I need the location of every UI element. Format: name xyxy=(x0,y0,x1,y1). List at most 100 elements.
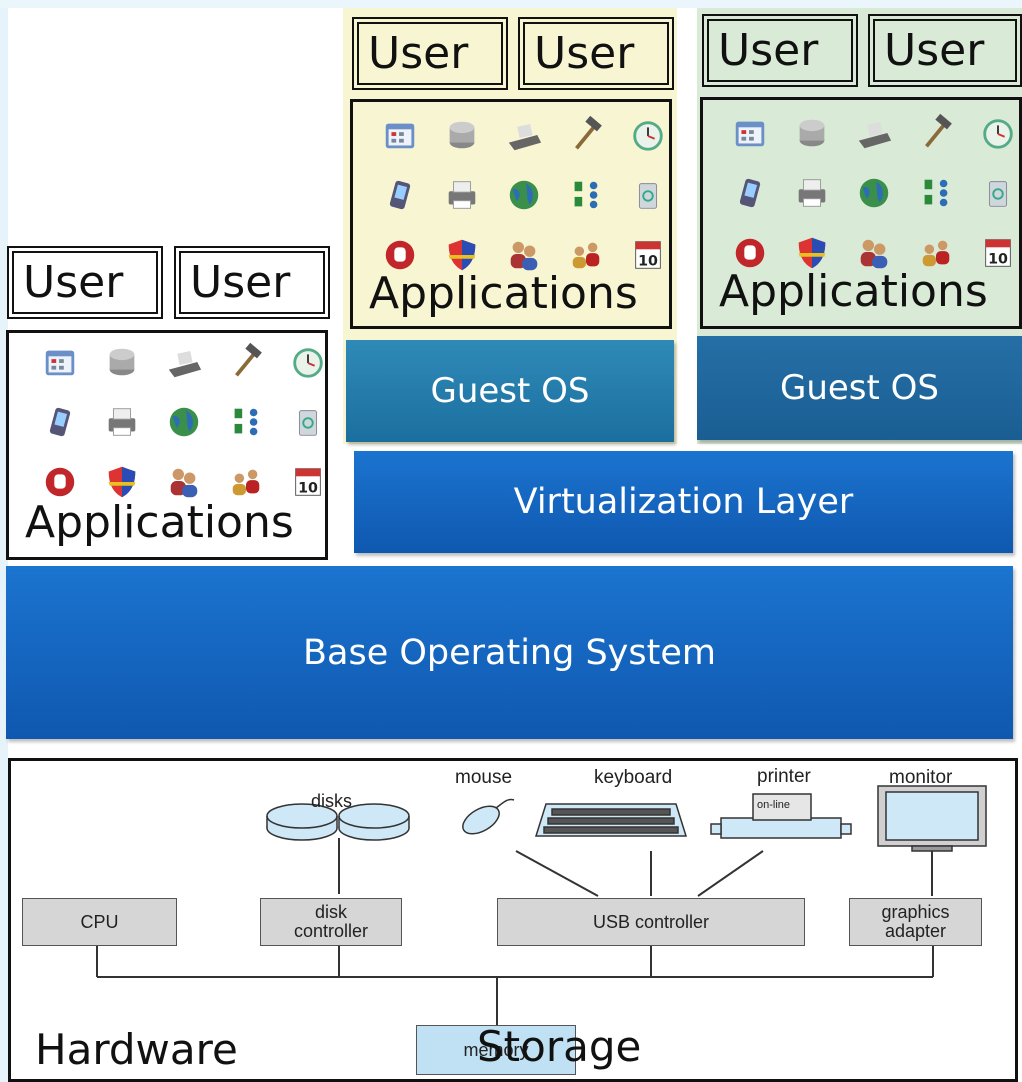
stop-icon xyxy=(731,234,769,272)
host-applications-box: 10 Applications xyxy=(6,330,328,560)
network-icon xyxy=(917,174,955,212)
box-border xyxy=(12,251,158,314)
people-icon xyxy=(567,236,605,274)
vm2-user-1: User xyxy=(702,14,858,87)
box-border xyxy=(523,22,669,85)
calendar-icon xyxy=(381,116,419,154)
user-label: User xyxy=(884,24,985,76)
box-border xyxy=(179,251,325,314)
box-border xyxy=(357,22,503,85)
users-icon xyxy=(165,463,203,501)
printer-icon xyxy=(710,793,852,839)
people-icon xyxy=(227,463,265,501)
globe-icon xyxy=(505,176,543,214)
database-icon xyxy=(793,114,831,152)
date-icon: 10 xyxy=(289,463,327,501)
svg-text:10: 10 xyxy=(298,480,318,496)
monitor-icon xyxy=(877,785,987,852)
applications-label: Applications xyxy=(369,268,638,319)
disks-label: disks xyxy=(311,791,353,811)
online-label: on-line xyxy=(757,799,791,811)
user-label: User xyxy=(23,256,124,308)
printer-icon xyxy=(103,403,141,441)
user-label: User xyxy=(190,256,291,308)
usb-controller-box: USB controller xyxy=(497,898,805,946)
disk-controller-box: disk controller xyxy=(260,898,402,946)
cpu-label: CPU xyxy=(80,911,119,932)
vm1-user-2: User xyxy=(518,17,674,90)
base-os-label: Base Operating System xyxy=(303,632,716,673)
pda-icon xyxy=(41,403,79,441)
box-border xyxy=(873,19,1017,82)
hardware-box: disks mouse keyboard printer monitor on-… xyxy=(8,758,1018,1082)
base-operating-system: Base Operating System xyxy=(6,566,1013,739)
disks-icon xyxy=(266,803,410,841)
hammer-icon xyxy=(567,115,605,154)
vm2-user-2: User xyxy=(868,14,1022,87)
memory-box: memory xyxy=(416,1025,576,1075)
clock-icon xyxy=(979,114,1017,152)
users-icon xyxy=(505,236,543,274)
mouse-icon xyxy=(462,798,515,835)
keyboard-label: keyboard xyxy=(594,767,673,788)
host-user-2: User xyxy=(174,246,330,319)
graphics-adapter-label: graphics adapter xyxy=(881,902,950,941)
printer-label: printer xyxy=(757,766,811,787)
stop-icon xyxy=(381,236,419,274)
people-icon xyxy=(917,234,955,272)
user-label: User xyxy=(718,24,819,76)
user-label: User xyxy=(368,27,469,79)
monitor-label: monitor xyxy=(889,767,953,788)
fax-icon xyxy=(165,343,203,381)
keyboard-icon xyxy=(534,803,688,837)
applications-label: Applications xyxy=(25,497,294,548)
virtualization-label: Virtualization Layer xyxy=(513,482,854,522)
database-icon xyxy=(443,116,481,154)
vm2-guest-os: Guest OS xyxy=(697,336,1022,440)
database-icon xyxy=(103,343,141,381)
top-edge-strip xyxy=(0,0,1022,8)
shield-icon xyxy=(443,236,481,274)
recycle-bin-icon xyxy=(979,174,1017,212)
hammer-icon xyxy=(917,113,955,152)
vm2-applications-box: 10 Applications xyxy=(700,97,1022,329)
fax-icon xyxy=(505,116,543,154)
vm1-guest-os: Guest OS xyxy=(346,340,674,442)
user-label: User xyxy=(534,27,635,79)
globe-icon xyxy=(855,174,893,212)
clock-icon xyxy=(289,343,327,381)
globe-icon xyxy=(165,403,203,441)
hammer-icon xyxy=(227,342,265,381)
users-icon xyxy=(855,234,893,272)
left-edge-strip xyxy=(0,0,8,1082)
network-icon xyxy=(567,176,605,214)
graphics-adapter-box: graphics adapter xyxy=(849,898,982,946)
shield-icon xyxy=(103,463,141,501)
storage-label: Storage xyxy=(477,1022,642,1071)
disk-controller-label: disk controller xyxy=(293,902,369,941)
mouse-label: mouse xyxy=(455,767,513,788)
recycle-bin-icon xyxy=(289,403,327,441)
stop-icon xyxy=(41,463,79,501)
recycle-bin-icon xyxy=(629,176,667,214)
memory-label: memory xyxy=(463,1039,529,1060)
svg-text:10: 10 xyxy=(988,251,1008,267)
pda-icon xyxy=(381,176,419,214)
clock-icon xyxy=(629,116,667,154)
hardware-label: Hardware xyxy=(35,1025,238,1074)
date-icon: 10 xyxy=(629,236,667,274)
pda-icon xyxy=(731,174,769,212)
virtualization-layer: Virtualization Layer xyxy=(354,451,1013,553)
cpu-box: CPU xyxy=(22,898,177,946)
svg-text:10: 10 xyxy=(638,253,658,269)
applications-label: Applications xyxy=(719,266,988,317)
printer-icon xyxy=(793,174,831,212)
network-icon xyxy=(227,403,265,441)
fax-icon xyxy=(855,114,893,152)
vm1-user-1: User xyxy=(352,17,508,90)
printer-icon xyxy=(443,176,481,214)
usb-controller-label: USB controller xyxy=(592,911,710,932)
guest-os-label: Guest OS xyxy=(779,368,939,408)
calendar-icon xyxy=(731,114,769,152)
calendar-icon xyxy=(41,343,79,381)
